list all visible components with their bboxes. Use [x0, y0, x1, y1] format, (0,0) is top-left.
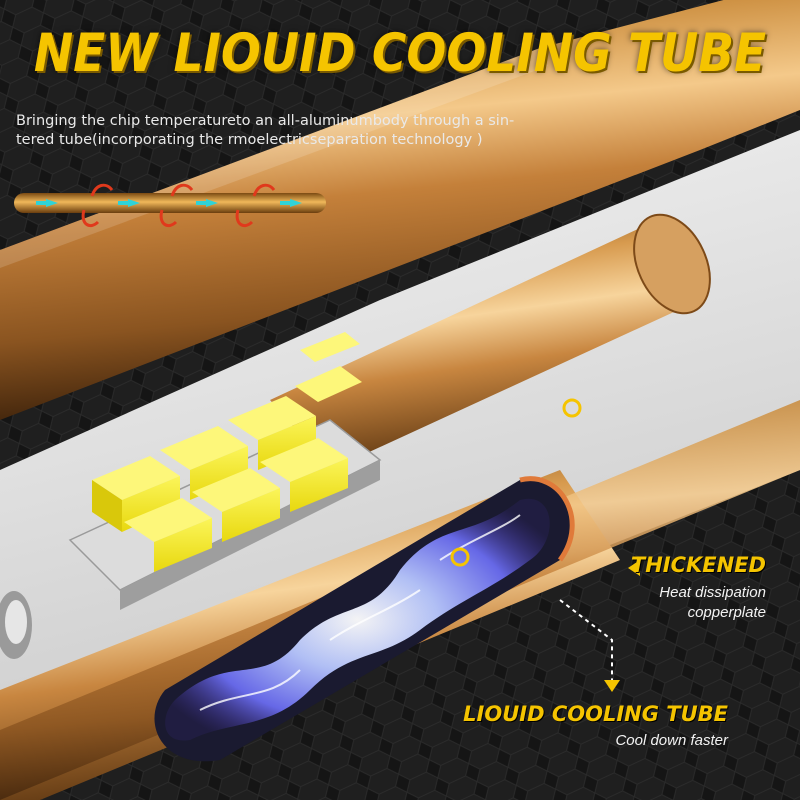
flow-arrows — [36, 199, 302, 207]
heat-pipe-diagram — [14, 183, 326, 227]
description-line-2: tered tube(incorporating the rmoelectric… — [16, 132, 483, 148]
callout-pointer — [559, 560, 640, 692]
upper-copper-tube — [0, 0, 800, 420]
thickened-pointer-arrow — [628, 560, 640, 576]
ring-marker-upper — [562, 398, 582, 418]
tube-cut-end — [633, 213, 711, 315]
middle-copper-tube — [270, 228, 700, 470]
liquid-tube-title: LIOUID COOLING TUBE — [463, 702, 728, 726]
tube-rim — [519, 476, 575, 562]
description-line-1: Bringing the chip temperatureto an all-a… — [16, 113, 515, 129]
thickened-line-2: copperplate — [687, 604, 766, 621]
mounting-screw — [0, 591, 32, 659]
thickened-description: Heat dissipation copperplate — [659, 583, 766, 623]
heat-arrows — [81, 183, 276, 227]
led-chip-array — [92, 332, 362, 572]
headline: NEW LIOUID COOLING TUBE — [33, 22, 767, 85]
liquid-tube-description: Cool down faster — [615, 732, 728, 749]
thickened-title: THICKENED — [630, 553, 766, 577]
description: Bringing the chip temperatureto an all-a… — [16, 112, 576, 150]
thickened-line-1: Heat dissipation — [659, 584, 766, 601]
ring-marker-lower — [450, 547, 470, 567]
